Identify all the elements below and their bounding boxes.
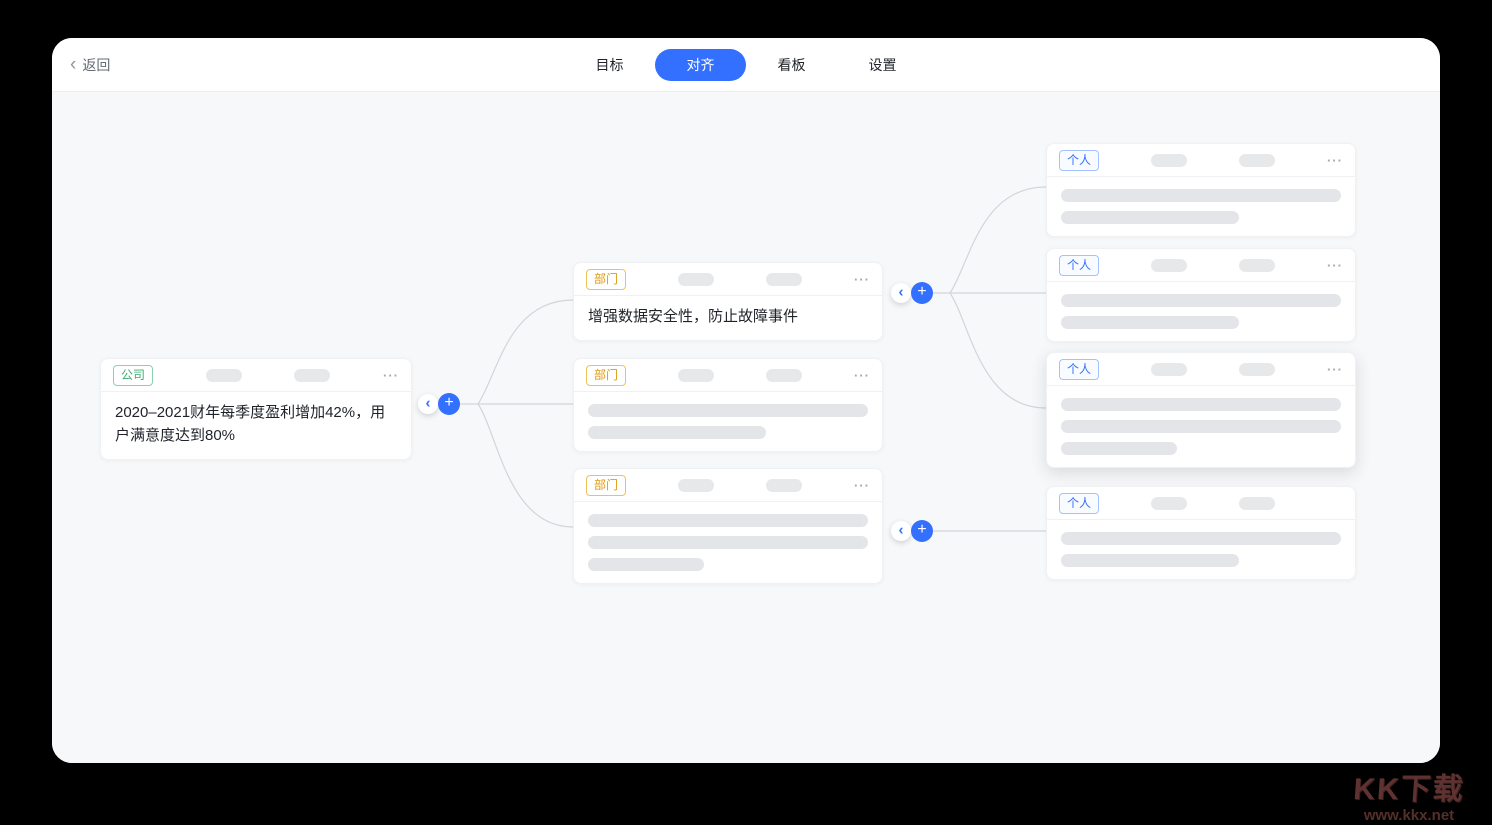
level-tag-department: 部门 xyxy=(586,364,627,386)
placeholder-pill xyxy=(1238,362,1275,376)
card-header: 个人 ··· xyxy=(1047,249,1355,282)
placeholder-pill xyxy=(678,272,714,286)
more-icon[interactable]: ··· xyxy=(1326,257,1343,273)
plus-icon: + xyxy=(444,394,454,411)
add-node-button[interactable]: + xyxy=(911,520,933,542)
app-window: ‹ 返回 目标 对齐 看板 设置 公司 xyxy=(52,38,1440,763)
chevron-left-icon: ‹ xyxy=(898,521,904,538)
okr-card-company[interactable]: 公司 ··· 2020–2021财年每季度盈利增加42%，用户满意度达到80% xyxy=(100,358,412,460)
card-header: 个人 ··· xyxy=(1047,144,1355,177)
more-icon[interactable]: ··· xyxy=(1326,152,1343,168)
placeholder-pill xyxy=(1238,153,1275,167)
level-tag-personal: 个人 xyxy=(1059,149,1100,171)
placeholder-bar xyxy=(1061,554,1239,567)
placeholder-pill xyxy=(765,368,802,382)
placeholder-pill xyxy=(1151,153,1187,167)
objective-placeholder xyxy=(1047,386,1355,467)
more-icon[interactable]: ··· xyxy=(853,477,870,493)
okr-card-personal-3[interactable]: 个人 ··· xyxy=(1046,352,1356,468)
more-icon[interactable]: ··· xyxy=(1326,361,1343,377)
placeholder-bar xyxy=(588,404,868,417)
placeholder-pill xyxy=(1238,496,1275,510)
watermark: KK下载 www.kkx.net xyxy=(1330,773,1488,824)
tab-settings[interactable]: 设置 xyxy=(868,56,897,73)
watermark-url: www.kkx.net xyxy=(1363,807,1455,824)
chevron-left-icon: ‹ xyxy=(898,283,904,300)
okr-card-personal-2[interactable]: 个人 ··· xyxy=(1046,248,1356,342)
add-node-button[interactable]: + xyxy=(438,393,460,415)
placeholder-bar xyxy=(1061,532,1341,545)
placeholder-bar xyxy=(1061,294,1341,307)
placeholder-bar xyxy=(588,536,868,549)
card-header: 部门 ··· xyxy=(574,359,882,392)
placeholder-pill xyxy=(1151,258,1187,272)
top-navigation-bar: ‹ 返回 目标 对齐 看板 设置 xyxy=(52,38,1440,92)
placeholder-bar xyxy=(1061,420,1341,433)
objective-placeholder xyxy=(574,392,882,451)
placeholder-bar xyxy=(1061,211,1239,224)
alignment-canvas[interactable]: 公司 ··· 2020–2021财年每季度盈利增加42%，用户满意度达到80% … xyxy=(52,92,1440,763)
add-node-button[interactable]: + xyxy=(911,282,933,304)
placeholder-pill xyxy=(678,368,714,382)
okr-card-personal-4[interactable]: 个人 ··· xyxy=(1046,486,1356,580)
level-tag-department: 部门 xyxy=(586,268,627,290)
watermark-title: KK下载 xyxy=(1352,773,1466,806)
placeholder-bar xyxy=(588,514,868,527)
level-tag-company: 公司 xyxy=(113,364,154,386)
placeholder-bar xyxy=(1061,189,1341,202)
tab-alignment[interactable]: 对齐 xyxy=(655,48,746,81)
objective-placeholder xyxy=(1047,177,1355,236)
tab-goals[interactable]: 目标 xyxy=(595,56,624,73)
tab-board[interactable]: 看板 xyxy=(777,56,806,73)
placeholder-pill xyxy=(205,368,242,382)
objective-placeholder xyxy=(1047,282,1355,341)
objective-placeholder xyxy=(1047,520,1355,579)
level-tag-personal: 个人 xyxy=(1059,492,1100,514)
objective-placeholder xyxy=(574,502,882,583)
view-tabs: 目标 对齐 看板 设置 xyxy=(564,48,928,81)
plus-icon: + xyxy=(917,521,927,538)
back-label: 返回 xyxy=(82,57,111,73)
placeholder-pill xyxy=(1151,496,1187,510)
chevron-left-icon: ‹ xyxy=(425,394,431,411)
collapse-button[interactable]: ‹ xyxy=(891,283,911,303)
placeholder-bar xyxy=(1061,442,1177,455)
placeholder-bar xyxy=(1061,316,1239,329)
level-tag-department: 部门 xyxy=(586,474,627,496)
okr-card-department-2[interactable]: 部门 ··· xyxy=(573,358,883,452)
level-tag-personal: 个人 xyxy=(1059,254,1100,276)
placeholder-pill xyxy=(678,478,714,492)
card-header: 部门 ··· xyxy=(574,263,882,296)
collapse-button[interactable]: ‹ xyxy=(891,521,911,541)
more-icon[interactable]: ··· xyxy=(853,271,870,287)
placeholder-pill xyxy=(294,368,331,382)
objective-text: 2020–2021财年每季度盈利增加42%，用户满意度达到80% xyxy=(115,404,386,444)
okr-card-department-1[interactable]: 部门 ··· 增强数据安全性，防止故障事件 xyxy=(573,262,883,341)
placeholder-bar xyxy=(1061,398,1341,411)
card-header: 个人 ··· xyxy=(1047,353,1355,386)
level-tag-personal: 个人 xyxy=(1059,358,1100,380)
okr-card-personal-1[interactable]: 个人 ··· xyxy=(1046,143,1356,237)
back-chevron-icon: ‹ xyxy=(70,53,77,75)
card-header: 公司 ··· xyxy=(101,359,411,392)
placeholder-pill xyxy=(765,478,802,492)
card-header: 部门 ··· xyxy=(574,469,882,502)
okr-card-department-3[interactable]: 部门 ··· xyxy=(573,468,883,584)
placeholder-pill xyxy=(1151,362,1187,376)
more-icon[interactable]: ··· xyxy=(382,367,399,383)
more-icon[interactable]: ··· xyxy=(853,367,870,383)
back-button[interactable]: ‹ 返回 xyxy=(70,38,110,92)
card-header: 个人 ··· xyxy=(1047,487,1355,520)
objective-text: 增强数据安全性，防止故障事件 xyxy=(588,308,799,325)
collapse-button[interactable]: ‹ xyxy=(418,394,438,414)
placeholder-pill xyxy=(765,272,802,286)
placeholder-pill xyxy=(1238,258,1275,272)
placeholder-bar xyxy=(588,426,766,439)
plus-icon: + xyxy=(917,283,927,300)
placeholder-bar xyxy=(588,558,704,571)
